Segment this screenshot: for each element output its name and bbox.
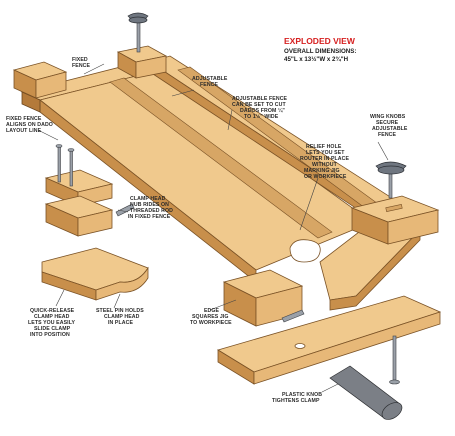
top-wing-knob [127, 12, 149, 53]
svg-text:EDGE: EDGE [204, 308, 220, 314]
svg-text:CLAMP HEAD: CLAMP HEAD [34, 314, 70, 320]
leader-lines [37, 63, 389, 393]
threaded-rod-pieces [55, 144, 75, 187]
svg-text:FENCE: FENCE [200, 82, 219, 88]
svg-text:SLIDE CLAMP: SLIDE CLAMP [34, 326, 71, 332]
svg-text:CLAMP HEAD: CLAMP HEAD [130, 196, 166, 202]
svg-text:TO WORKPIECE: TO WORKPIECE [190, 320, 232, 326]
svg-text:ROUTER IN PLACE: ROUTER IN PLACE [300, 156, 349, 162]
svg-text:FENCE: FENCE [378, 132, 397, 138]
svg-text:FENCE: FENCE [72, 63, 91, 69]
diagram-title: EXPLODED VIEW [284, 36, 356, 46]
svg-text:RELIEF HOLE: RELIEF HOLE [306, 144, 342, 150]
carriage-bolt [389, 335, 400, 385]
svg-text:WING KNOBS: WING KNOBS [370, 114, 406, 120]
svg-text:WITHOUT: WITHOUT [312, 162, 338, 168]
svg-text:QUICK-RELEASE: QUICK-RELEASE [30, 308, 75, 314]
svg-text:THREADED ROD: THREADED ROD [130, 208, 173, 214]
fixed-fence-end-block [12, 61, 68, 99]
svg-text:OR WORKPIECE: OR WORKPIECE [304, 174, 347, 180]
label-fixed-fence-aligns: FIXED FENCE ALIGNS ON DADO LAYOUT LINE [6, 116, 53, 134]
label-clamp-head-nub: CLAMP HEAD NUB RIDES ON THREADED ROD IN … [128, 196, 173, 220]
dado-groove [109, 77, 333, 239]
clamp-bolt [281, 309, 305, 323]
base-right-end-side [329, 229, 421, 311]
svg-text:IN FIXED FENCE: IN FIXED FENCE [128, 214, 171, 220]
svg-text:DADOS FROM ¼": DADOS FROM ¼" [240, 107, 285, 114]
svg-text:SQUARES JIG: SQUARES JIG [192, 314, 229, 320]
jig-base-assembly [20, 55, 421, 311]
svg-text:LETS YOU EASILY: LETS YOU EASILY [28, 320, 75, 326]
svg-text:FIXED: FIXED [72, 57, 88, 63]
svg-text:TO 1½" WIDE: TO 1½" WIDE [244, 113, 279, 120]
svg-text:FIXED FENCE: FIXED FENCE [6, 116, 42, 122]
edge-clamp-board [217, 295, 442, 385]
label-adjustable-fence-set: ADJUSTABLE FENCE CAN BE SET TO CUT DADOS… [232, 96, 288, 120]
svg-text:INTO POSITION: INTO POSITION [30, 332, 70, 338]
right-wing-knob [375, 161, 407, 199]
label-quick-release: QUICK-RELEASE CLAMP HEAD LETS YOU EASILY… [28, 308, 75, 338]
label-steel-pin: STEEL PIN HOLDS CLAMP HEAD IN PLACE [96, 308, 144, 326]
label-plastic-knob: PLASTIC KNOB TIGHTENS CLAMP [272, 392, 322, 404]
relief-hole [289, 239, 321, 263]
dimensions-value: 45"L x 13½"W x 2¾"H [284, 56, 349, 63]
svg-text:LETS YOU SET: LETS YOU SET [306, 150, 345, 156]
svg-text:MARKING JIG: MARKING JIG [304, 168, 340, 174]
svg-text:CAN BE SET TO CUT: CAN BE SET TO CUT [232, 102, 287, 108]
plastic-knob [329, 365, 403, 420]
label-fixed-fence: FIXED FENCE [72, 57, 91, 69]
right-end-block [350, 195, 440, 245]
svg-text:ADJUSTABLE: ADJUSTABLE [192, 76, 228, 82]
svg-text:ADJUSTABLE FENCE: ADJUSTABLE FENCE [232, 96, 288, 102]
svg-text:NUB RIDES ON: NUB RIDES ON [130, 202, 169, 208]
svg-text:SECURE: SECURE [376, 120, 399, 126]
label-adjustable-fence: ADJUSTABLE FENCE [192, 76, 228, 88]
svg-text:CLAMP HEAD: CLAMP HEAD [104, 314, 140, 320]
quick-release-clamp-base [41, 247, 149, 301]
label-wing-knobs: WING KNOBS SECURE ADJUSTABLE FENCE [370, 114, 408, 138]
dimensions-heading: OVERALL DIMENSIONS: [284, 48, 356, 55]
svg-text:IN PLACE: IN PLACE [108, 320, 133, 326]
label-edge-squares: EDGE SQUARES JIG TO WORKPIECE [190, 308, 232, 326]
svg-text:ALIGNS ON DADO: ALIGNS ON DADO [6, 122, 53, 128]
svg-text:ADJUSTABLE: ADJUSTABLE [372, 126, 408, 132]
svg-text:STEEL PIN HOLDS: STEEL PIN HOLDS [96, 308, 144, 314]
svg-text:PLASTIC KNOB: PLASTIC KNOB [282, 392, 322, 398]
svg-text:TIGHTENS CLAMP: TIGHTENS CLAMP [272, 398, 320, 404]
svg-text:LAYOUT LINE: LAYOUT LINE [6, 128, 42, 134]
steel-pin [115, 203, 135, 217]
label-relief-hole: RELIEF HOLE LETS YOU SET ROUTER IN PLACE… [300, 144, 349, 180]
clamp-head-lower [44, 195, 114, 237]
